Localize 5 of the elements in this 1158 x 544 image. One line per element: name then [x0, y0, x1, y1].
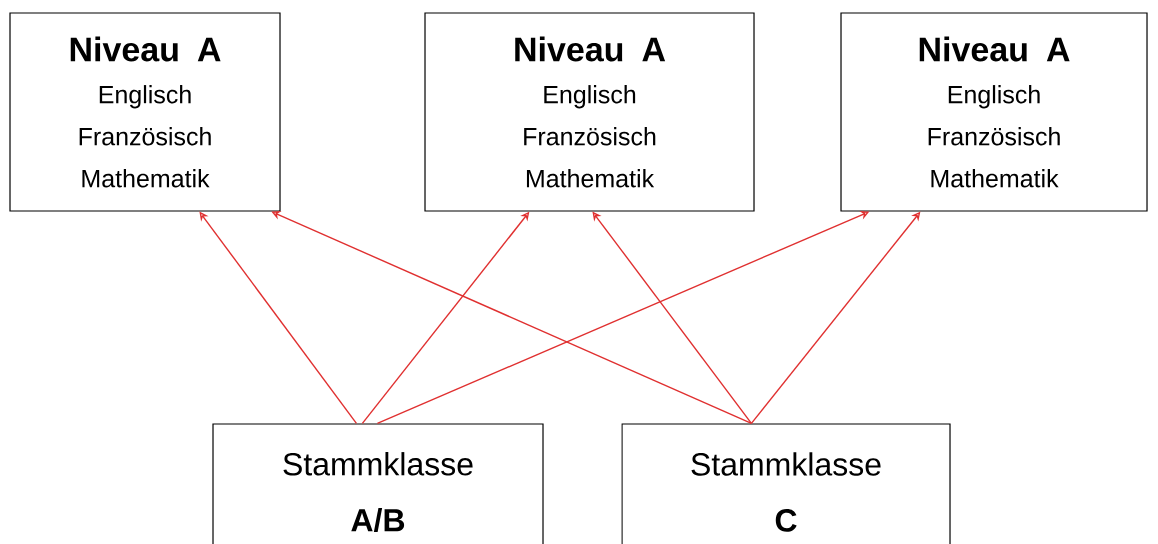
class-box: Stammklasse A/B: [212, 423, 544, 544]
level-box: Niveau A Englisch Französisch Mathematik: [840, 12, 1148, 212]
level-box: Niveau A Englisch Französisch Mathematik: [9, 12, 281, 212]
class-box: Stammklasse C: [621, 423, 951, 544]
level-box: Niveau A Englisch Französisch Mathematik: [424, 12, 755, 212]
